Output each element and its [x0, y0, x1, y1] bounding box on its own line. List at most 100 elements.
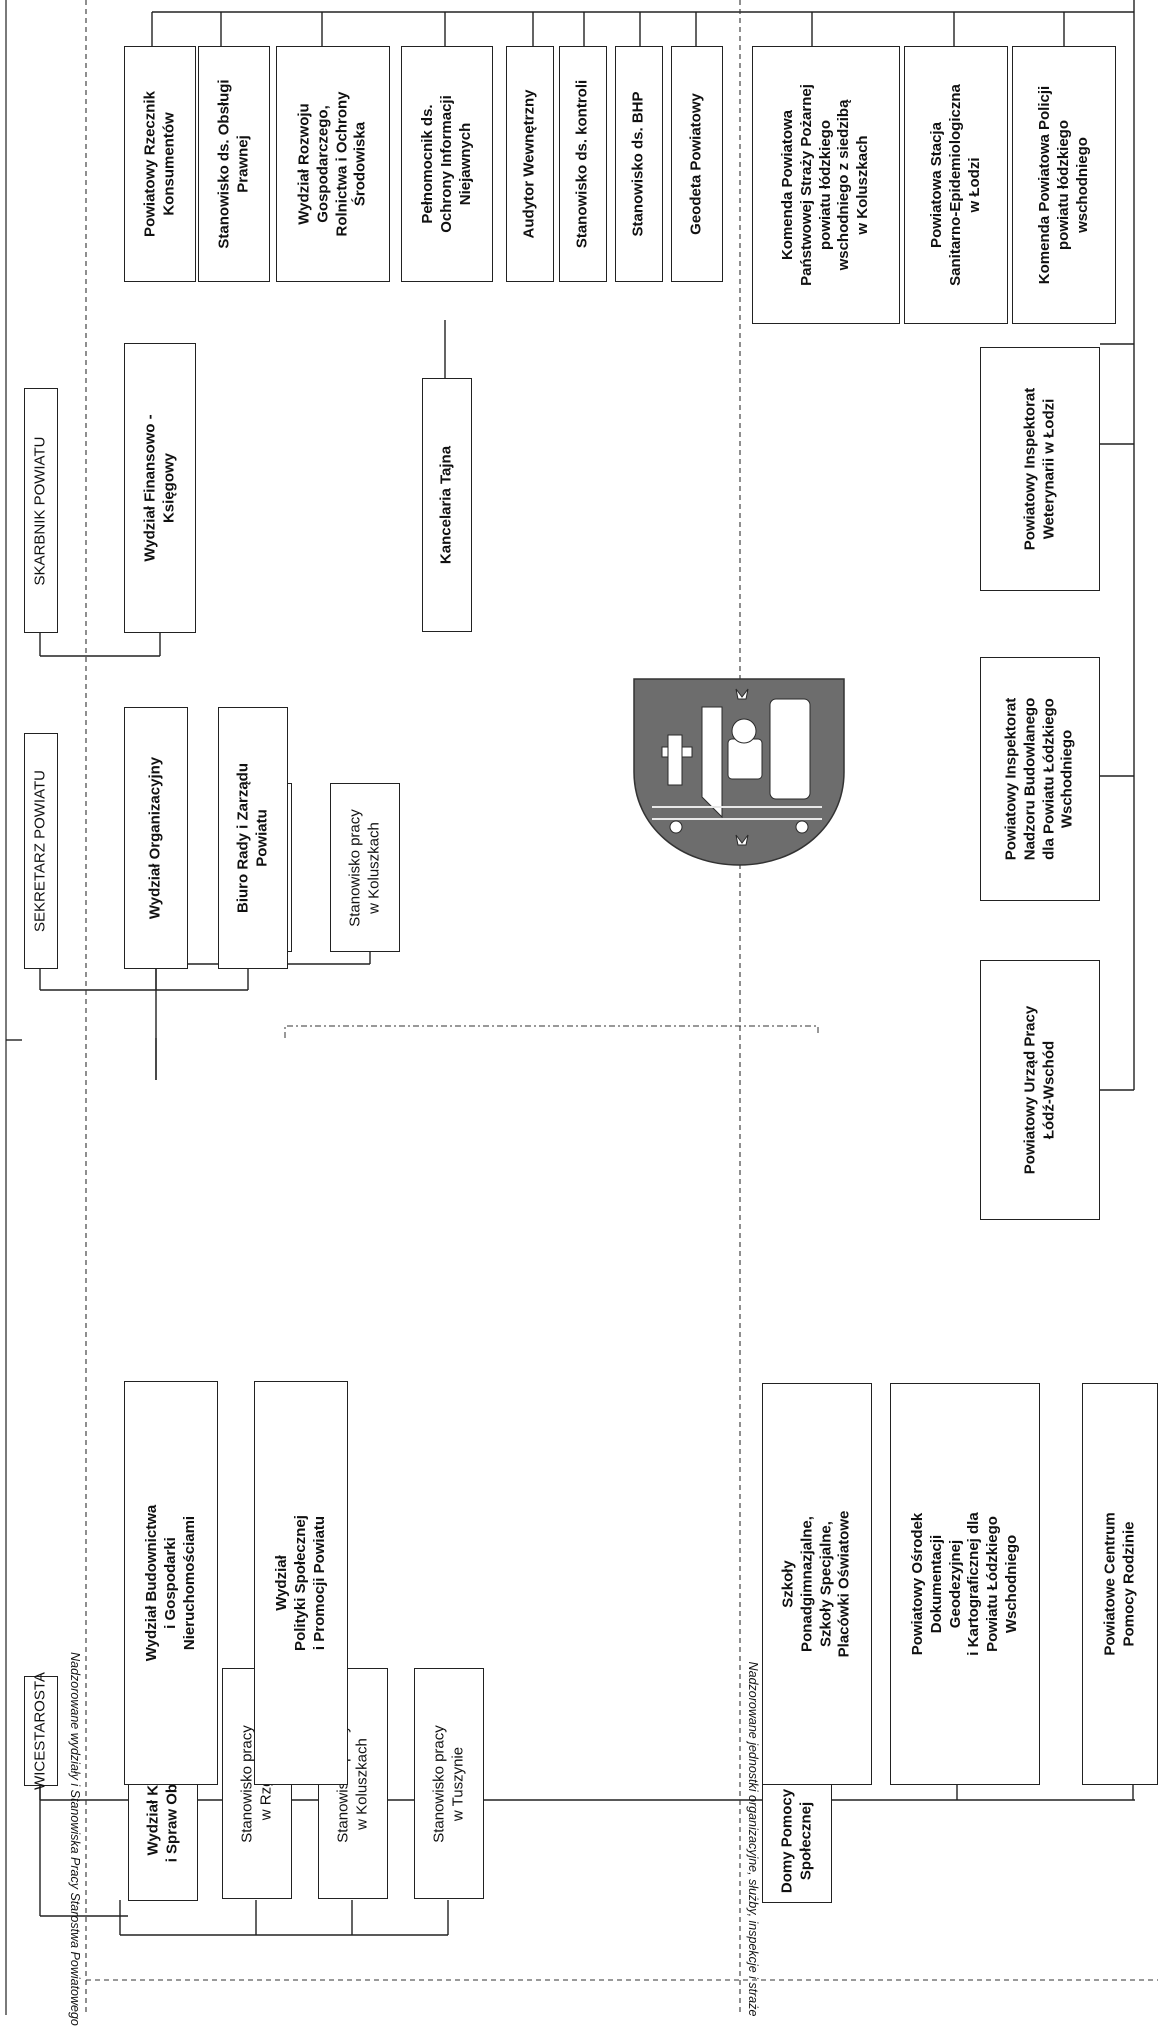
wydzial-organizacyjny-box: Wydział Organizacyjny [124, 707, 188, 969]
label-line: powiatu łódzkiego [1054, 120, 1072, 250]
label-line: Środowiska [351, 121, 369, 207]
label-line: powiatu łódzkiego [816, 120, 834, 251]
label-line: w Koluszkach [854, 135, 872, 235]
geodeta-box: Geodeta Powiatowy [671, 46, 723, 282]
label-line: w Koluszkach [365, 821, 382, 914]
kancelaria-tajna-label: Kancelaria Tajna [438, 446, 457, 564]
label-line: Księgowy [160, 452, 177, 524]
label-line: Nadzoru Budowlanego [1021, 697, 1039, 861]
label-line: Kancelaria Tajna [437, 445, 455, 565]
label-line: Społecznej [797, 1801, 814, 1880]
label-line: Wschodniego [1002, 1534, 1020, 1634]
label-line: Domy Pomocy [778, 1788, 796, 1893]
label-line: wschodniego [1073, 137, 1091, 233]
label-line: Wschodniego [1058, 729, 1076, 829]
label-line: Wydział Budownictwa [142, 1504, 160, 1662]
section-label-jednostki: Nadzorowane jednostki organizacyjne, słu… [746, 1661, 760, 2017]
audytor-label: Audytor Wewnętrzny [521, 90, 540, 239]
coat-of-arms-icon [633, 678, 845, 866]
label-line: Ponadgimnazjalne, [798, 1516, 816, 1652]
label-line: i Promocji Powiatu [310, 1515, 328, 1651]
wydzial-organizacyjny-label: Wydział Organizacyjny [147, 757, 166, 919]
sekretarz-label: SEKRETARZ POWIATU [32, 770, 51, 932]
label-line: Pomocy Rodzinie [1120, 1521, 1137, 1647]
label-line: Komenda Powiatowa [779, 109, 797, 261]
label-line: Pełnomocnik ds. [418, 104, 436, 224]
section-label-wydzialy: Nadzorowane wydziały i Stanowiska Pracy … [68, 1652, 82, 2026]
label-line: Audytor Wewnętrzny [520, 89, 538, 239]
label-line: Powiatowy Ośrodek [908, 1512, 926, 1656]
geodeta-label: Geodeta Powiatowy [688, 93, 707, 235]
label-line: Geodezyjnej [946, 1539, 964, 1629]
label-line: Placówki Oświatowe [835, 1510, 853, 1658]
label-line: Stanowisko pracy [430, 1724, 448, 1843]
label-line: Stanowisko ds. BHP [629, 91, 647, 237]
label-line: w Koluszkach [353, 1737, 370, 1830]
bhp-box: Stanowisko ds. BHP [615, 46, 663, 282]
label-line: Powiatowy Rzecznik [141, 91, 159, 237]
wydzial-finansowy-label: Wydział Finansowo -Księgowy [141, 414, 179, 561]
label-line: Powiatowa Stacja [927, 122, 945, 248]
label-line: i Kartograficznej dla [965, 1512, 982, 1656]
label-line: Weterynarii w Łodzi [1040, 398, 1057, 540]
label-line: w Tuszynie [449, 1746, 466, 1821]
audytor-box: Audytor Wewnętrzny [506, 46, 554, 282]
label-line: WICESTAROSTA [31, 1672, 49, 1790]
bhp-label: Stanowisko ds. BHP [630, 91, 649, 236]
label-line: Niejawnych [456, 122, 474, 206]
label-line: SEKRETARZ POWIATU [31, 770, 49, 932]
label-line: i Gospodarki [161, 1537, 179, 1629]
label-line: Wydział Organizacyjny [146, 756, 164, 920]
label-line: Powiatu [253, 809, 270, 867]
label-line: Stanowisko ds. kontroli [573, 79, 591, 249]
label-line: Wydział Finansowo - [141, 414, 159, 562]
label-line: Powiatowy Inspektorat [1021, 387, 1039, 551]
skarbnik-label: SKARBNIK POWIATU [32, 436, 51, 585]
label-line: Łódź-Wschód [1040, 1040, 1057, 1140]
kontrola-label: Stanowisko ds. kontroli [574, 80, 593, 248]
label-line: w Łodzi [965, 157, 983, 213]
label-line: Powiatu Łódzkiego [983, 1516, 1001, 1652]
label-line: Stanowisko ds. Obsługi [215, 79, 233, 249]
label-line: Szkoły [779, 1560, 797, 1608]
wicestarosta-label: WICESTAROSTA [32, 1672, 51, 1790]
sekretarz-box: SEKRETARZ POWIATU [24, 733, 58, 969]
wicestarosta-box: WICESTAROSTA [24, 1672, 58, 1790]
label-line: Nieruchomościami [180, 1515, 198, 1651]
label-line: SKARBNIK POWIATU [31, 436, 49, 585]
label-line: Biuro Rady i Zarządu [234, 762, 252, 914]
label-line: Konsumentów [160, 112, 177, 216]
label-line: Komenda Powiatowa Policji [1035, 85, 1053, 285]
